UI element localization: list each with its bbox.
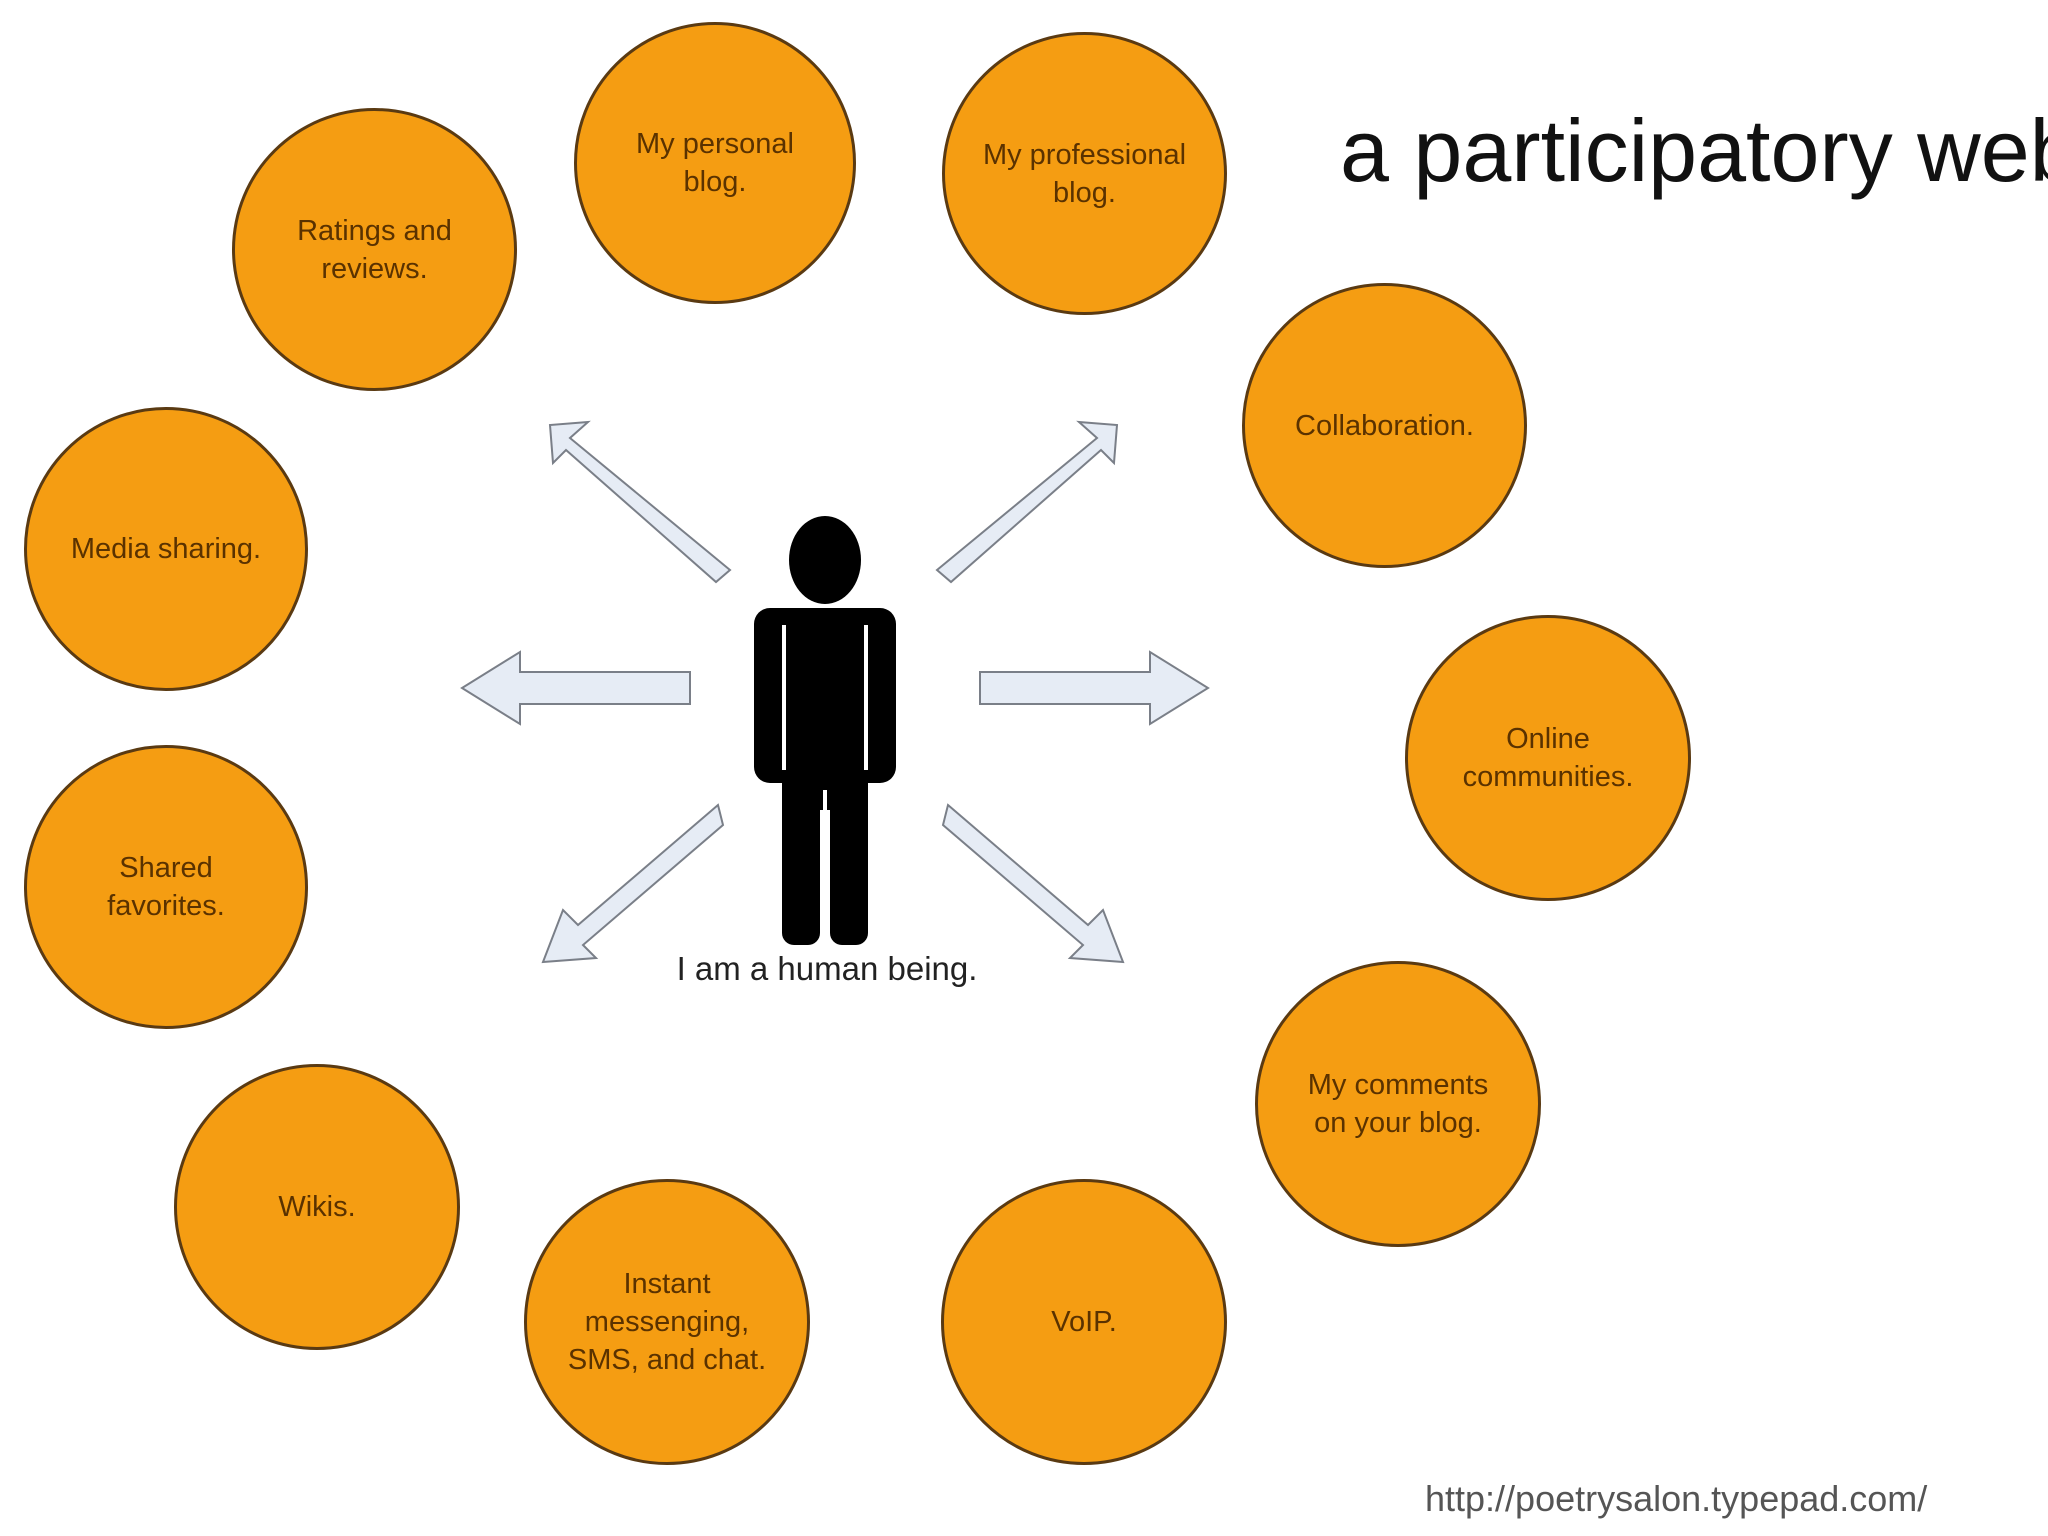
- node-label: Collaboration.: [1295, 409, 1474, 442]
- node-label: Wikis.: [278, 1191, 356, 1223]
- node-shared-favorites: Shared favorites.: [24, 745, 308, 1029]
- arrow-left: [460, 650, 691, 726]
- node-ratings-reviews: Ratings and reviews.: [232, 108, 517, 391]
- arrow-right: [979, 650, 1210, 726]
- center-caption: I am a human being.: [676, 950, 978, 987]
- node-instant-messaging: Instant messenging, SMS, and chat.: [524, 1179, 810, 1465]
- node-label: My personal blog.: [636, 128, 794, 198]
- arrow-down-left: [541, 803, 725, 964]
- human-figure-icon: [754, 516, 896, 945]
- node-label: Ratings and reviews.: [297, 214, 452, 285]
- node-media-sharing: Media sharing.: [24, 407, 308, 691]
- node-label: Shared favorites.: [107, 852, 225, 922]
- node-wikis: Wikis.: [174, 1064, 460, 1350]
- node-comments: My comments on your blog.: [1255, 961, 1541, 1247]
- node-label: My professional blog.: [982, 138, 1187, 209]
- node-label: Online communities.: [1462, 723, 1634, 793]
- node-collaboration: Collaboration.: [1242, 283, 1527, 568]
- node-label: Media sharing.: [70, 533, 262, 565]
- node-personal-blog: My personal blog.: [574, 22, 856, 304]
- diagram-title: a participatory web: [1340, 101, 2048, 200]
- arrow-down-right: [941, 803, 1125, 964]
- arrow-up-left: [548, 420, 732, 584]
- node-online-communities: Online communities.: [1405, 615, 1691, 901]
- arrow-up-right: [935, 420, 1119, 584]
- node-label: Instant messenging, SMS, and chat.: [567, 1268, 767, 1376]
- node-label: VoIP.: [1051, 1306, 1117, 1338]
- node-professional-blog: My professional blog.: [942, 32, 1227, 315]
- node-voip: VoIP.: [941, 1179, 1227, 1465]
- node-label: My comments on your blog.: [1307, 1069, 1489, 1139]
- source-url: http://poetrysalon.typepad.com/: [1425, 1478, 1928, 1519]
